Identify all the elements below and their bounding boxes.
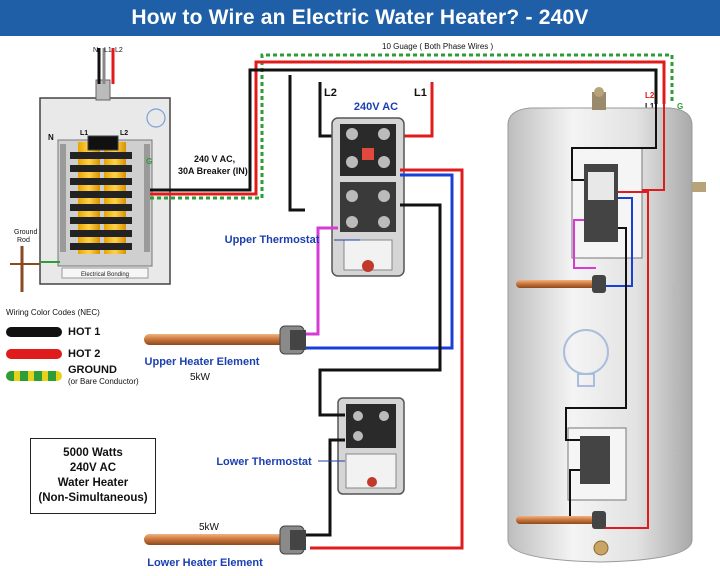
breaker-rows xyxy=(70,152,132,250)
neutral-bar xyxy=(60,144,66,252)
main-breaker xyxy=(87,135,119,151)
info-line-2: 240V AC xyxy=(69,462,117,474)
ground-rod: Ground Rod xyxy=(10,229,60,292)
lower-heater-element xyxy=(144,525,306,555)
lower-thermostat-label: Lower Thermostat xyxy=(216,456,312,468)
legend-label-ground: GROUND xyxy=(68,364,117,376)
legend-sub-ground: (or Bare Conductor) xyxy=(68,377,139,386)
l2-label: L2 xyxy=(324,87,337,99)
supply-wires: 10 Guage ( Both Phase Wires ) xyxy=(150,42,674,212)
watermark-text: WWW.ELECTRICALTECHNOLOGY.ORG xyxy=(672,284,683,470)
ground-rod-label-1: Ground xyxy=(14,229,37,236)
upper-thermostat xyxy=(331,117,405,277)
legend-label-hot2: HOT 2 xyxy=(68,347,101,360)
lower-thermostat xyxy=(337,397,405,495)
service-n-label: N xyxy=(93,47,98,54)
panel-l1-label: L1 xyxy=(80,130,88,137)
bulb-logo-icon xyxy=(146,108,166,128)
lower-element-power: 5kW xyxy=(199,522,220,533)
drain-valve xyxy=(593,540,609,556)
breaker-label-line2: 30A Breaker (IN) xyxy=(178,166,248,176)
green-wire-swatch xyxy=(6,371,62,381)
panel-l2-label: L2 xyxy=(120,130,128,137)
title-bar: How to Wire an Electric Water Heater? - … xyxy=(0,0,720,36)
l1-label: L1 xyxy=(414,87,427,99)
upper-heater-element xyxy=(144,325,306,355)
info-line-4: (Non-Simultaneous) xyxy=(38,492,148,504)
wiring-color-legend: Wiring Color Codes (NEC) HOT 1 HOT 2 GRO… xyxy=(6,308,176,387)
page-title: How to Wire an Electric Water Heater? - … xyxy=(131,6,589,29)
legend-item-hot2: HOT 2 xyxy=(6,343,176,365)
panel-n-label: N xyxy=(48,133,54,142)
upper-element-power: 5kW xyxy=(190,372,211,383)
legend-title: Wiring Color Codes (NEC) xyxy=(6,308,100,317)
relief-valve xyxy=(692,182,706,192)
element-wiring xyxy=(306,168,464,550)
upper-element-label: Upper Heater Element xyxy=(145,356,260,368)
tank-l2-label: L2 xyxy=(645,91,655,100)
lower-element-label: Lower Heater Element xyxy=(147,557,263,569)
breaker-label-line1: 240 V AC, xyxy=(194,154,235,164)
ground-bar xyxy=(144,144,150,252)
water-heater-tank: WWW.ELECTRICALTECHNOLOGY.ORG xyxy=(507,87,706,563)
bonding-label-plate xyxy=(61,267,149,279)
tank-g-label: G xyxy=(677,102,683,111)
gauge-label: 10 Guage ( Both Phase Wires ) xyxy=(382,42,494,51)
legend-ground-text: GROUND (or Bare Conductor) xyxy=(68,365,139,387)
info-line-1: 5000 Watts xyxy=(63,447,123,459)
legend-item-hot1: HOT 1 xyxy=(6,321,176,343)
info-line-3: Water Heater xyxy=(57,477,129,489)
tank-l1-label: L1 xyxy=(645,102,655,111)
main-panel: Electrical Bonding N L1 L2 N G L1 L2 xyxy=(39,47,171,285)
legend-label-hot1: HOT 1 xyxy=(68,325,101,338)
service-l1-label: L1 xyxy=(104,47,112,54)
service-l2-label: L2 xyxy=(115,47,123,54)
red-wire-swatch xyxy=(6,349,62,359)
inlet-pipe xyxy=(592,92,606,110)
legend-item-ground: GROUND (or Bare Conductor) xyxy=(6,365,176,387)
ground-rod-label-2: Rod xyxy=(17,237,30,244)
upper-thermostat-label: Upper Thermostat xyxy=(225,234,320,246)
panel-bonding-label: Electrical Bonding xyxy=(81,272,129,278)
info-box: 5000 Watts 240V AC Water Heater (Non-Sim… xyxy=(30,438,156,514)
supply-voltage-label: 240V AC xyxy=(354,101,398,113)
panel-g-label: G xyxy=(146,157,152,166)
black-wire-swatch xyxy=(6,327,62,337)
